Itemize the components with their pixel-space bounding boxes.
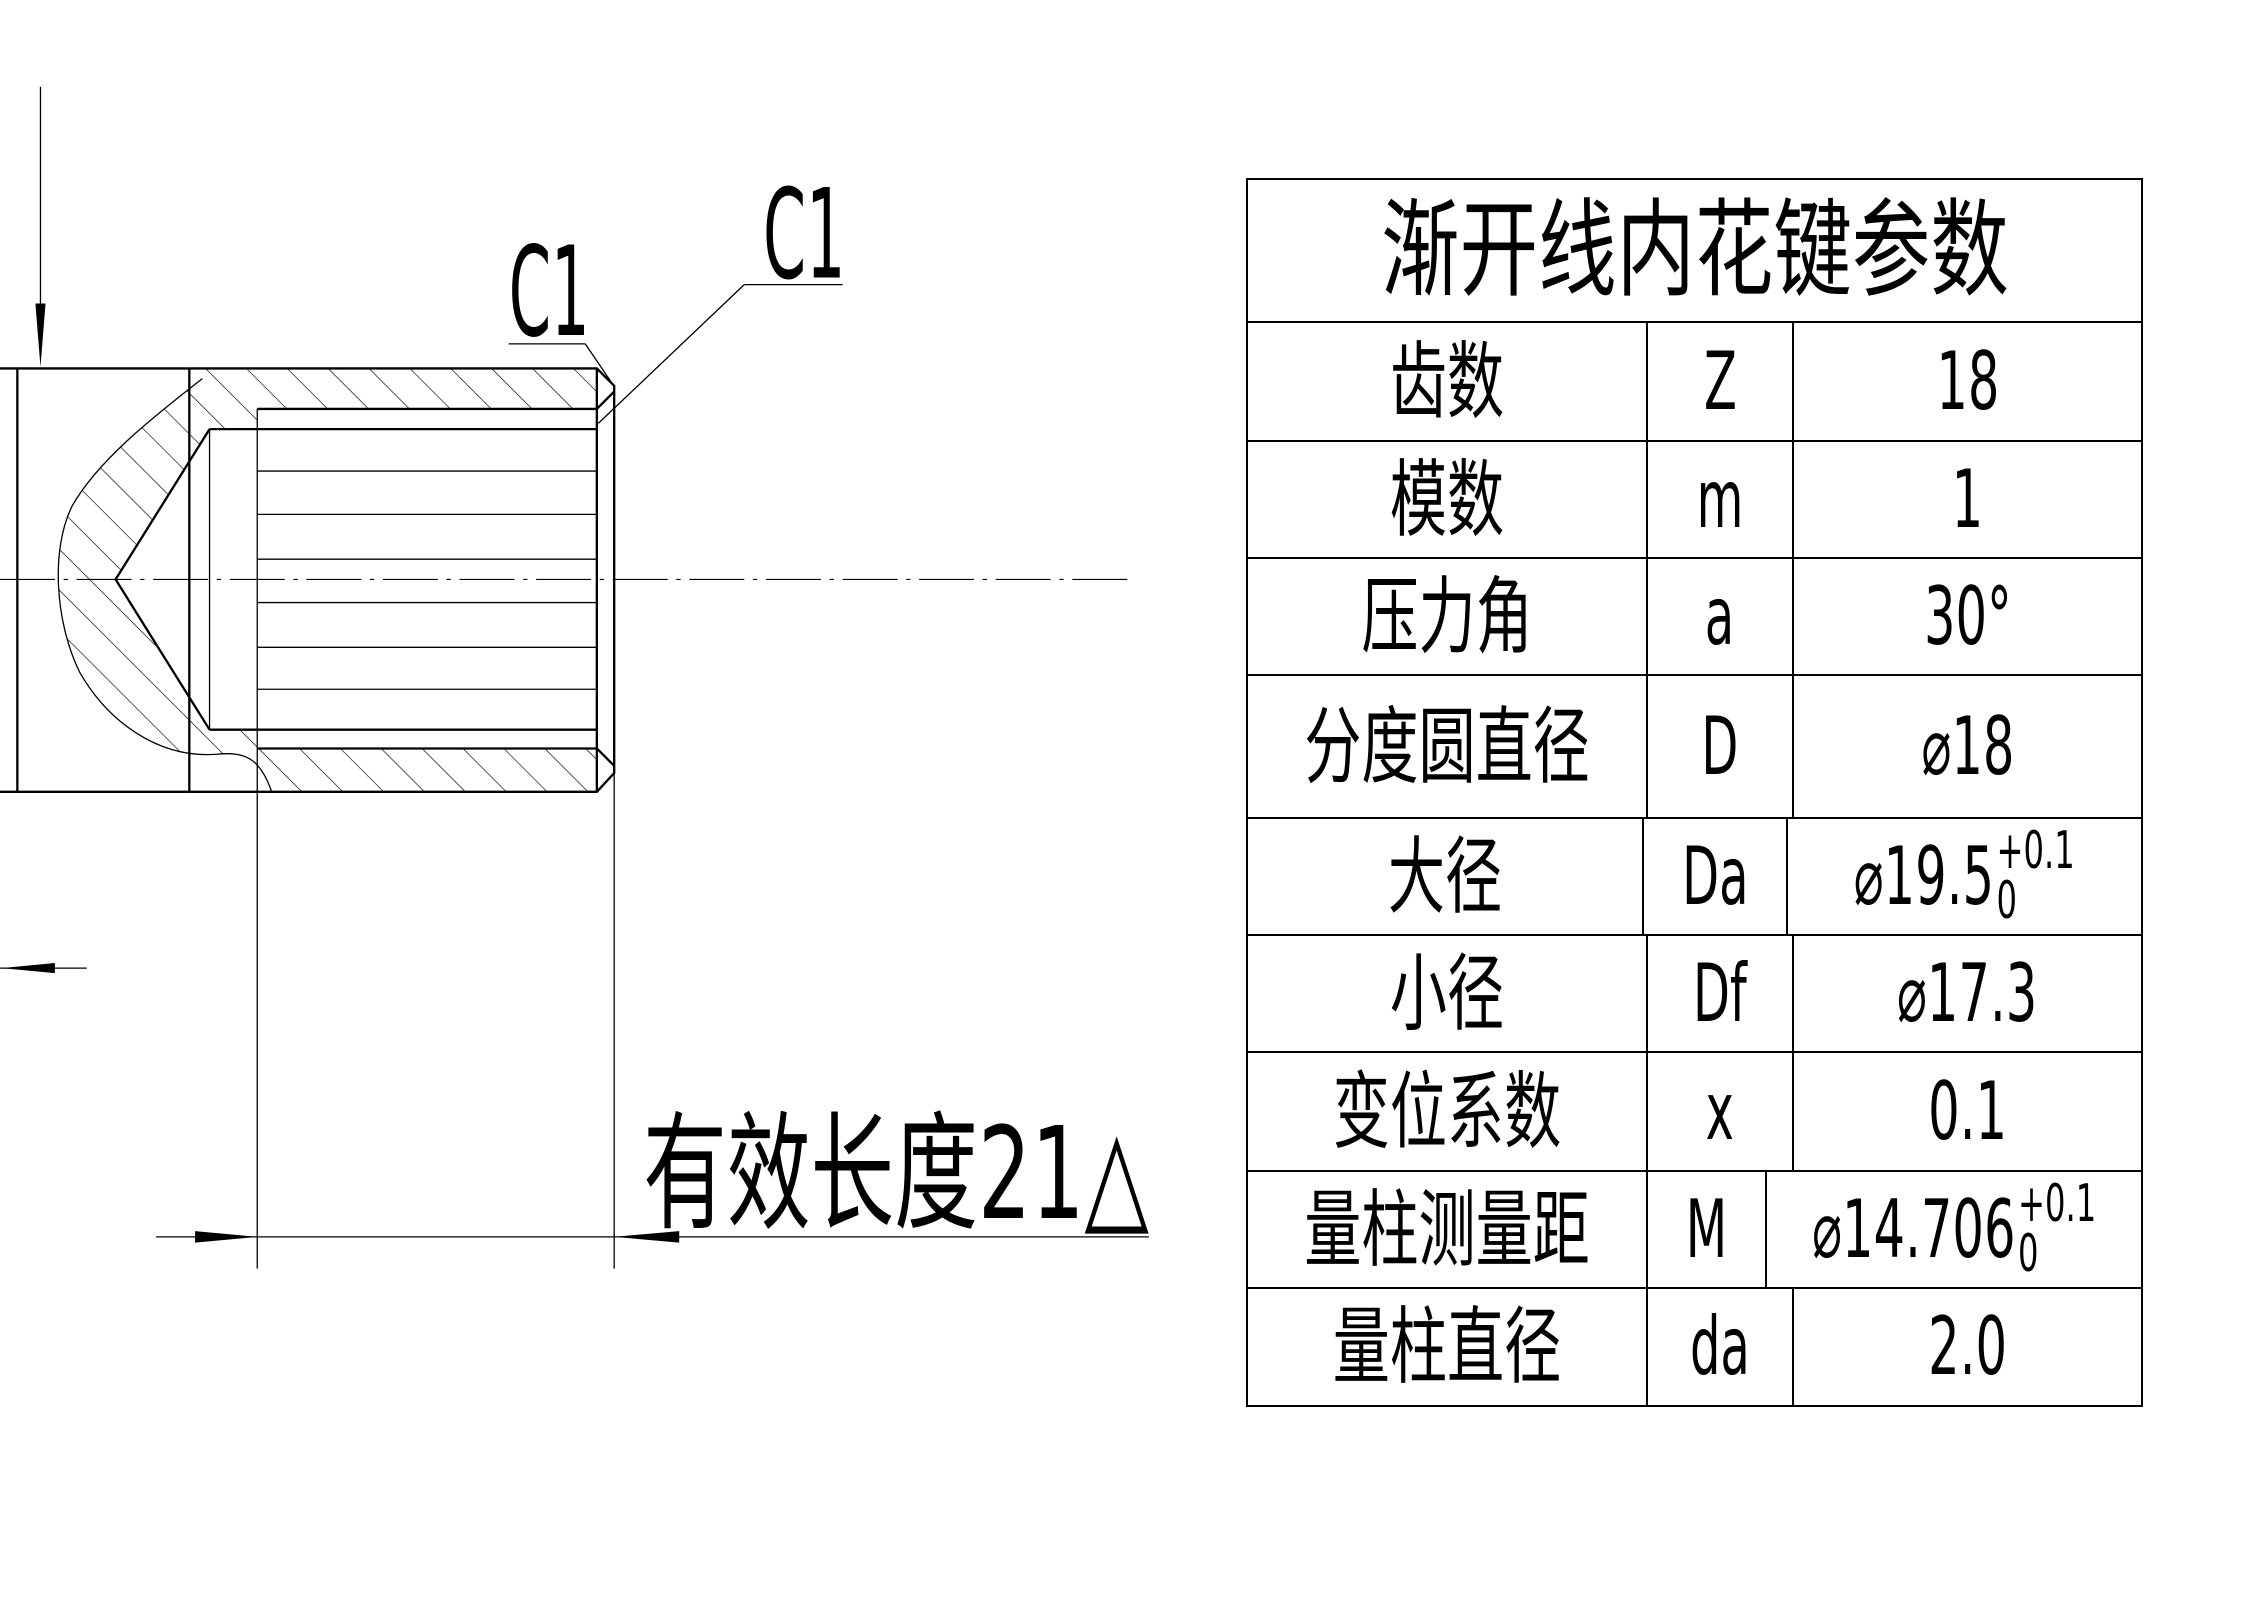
param-name-cell: 小径 <box>1248 936 1648 1051</box>
param-value-group: 18 <box>1935 334 2000 428</box>
param-value: 0.1 <box>1928 1064 2007 1158</box>
param-value: ⌀18 <box>1921 699 2014 793</box>
param-name: 变位系数 <box>1332 1062 1562 1161</box>
param-name-cell: 大径 <box>1248 819 1644 934</box>
chamfer-label-inner-leader <box>597 284 745 424</box>
param-value-group: 30° <box>1923 569 2012 663</box>
param-value: 2.0 <box>1928 1300 2007 1393</box>
param-value-group: ⌀18 <box>1921 699 2014 793</box>
param-value-cell: ⌀18 <box>1794 676 2141 817</box>
param-symbol-cell: m <box>1648 442 1794 557</box>
section-hatch <box>58 368 597 792</box>
param-value-cell: 18 <box>1794 323 2141 440</box>
param-name: 小径 <box>1389 944 1505 1043</box>
tolerance-stack: +0.1 0 <box>2017 1174 2097 1284</box>
tolerance-lower: 0 <box>1996 870 2018 931</box>
param-symbol-cell: Df <box>1648 936 1794 1051</box>
param-name-cell: 变位系数 <box>1248 1053 1648 1170</box>
param-symbol-cell: a <box>1648 559 1794 674</box>
param-symbol: Df <box>1693 946 1747 1040</box>
param-value-cell: ⌀14.706 +0.1 0 <box>1767 1172 2141 1287</box>
table-row: 模数 m 1 <box>1248 442 2141 559</box>
table-title: 渐开线内花键参数 <box>1380 188 2009 312</box>
param-symbol-cell: x <box>1648 1053 1794 1170</box>
param-value: 1 <box>1951 452 1984 546</box>
spline-teeth-lines <box>209 427 597 731</box>
table-row: 变位系数 x 0.1 <box>1248 1053 2141 1172</box>
param-value-group: ⌀17.3 <box>1897 946 2038 1040</box>
param-symbol-cell: M <box>1648 1172 1768 1287</box>
table-row: 齿数 Z 18 <box>1248 323 2141 442</box>
param-symbol-cell: D <box>1648 676 1794 817</box>
param-symbol: a <box>1705 569 1735 663</box>
shaft-outline <box>0 367 191 793</box>
table-row: 大径 Da ⌀19.5 +0.1 0 <box>1248 819 2141 936</box>
param-name: 模数 <box>1389 450 1505 549</box>
param-symbol: M <box>1685 1182 1728 1276</box>
table-row: 量柱直径 da 2.0 <box>1248 1289 2141 1405</box>
effective-length-label: 有效长度21△ <box>643 1100 1149 1248</box>
param-name-cell: 齿数 <box>1248 323 1648 440</box>
param-value: ⌀17.3 <box>1897 946 2038 1040</box>
param-value-cell: 0.1 <box>1794 1053 2141 1170</box>
param-symbol-cell: Z <box>1648 323 1794 440</box>
param-value-group: ⌀19.5 +0.1 0 <box>1854 821 2076 931</box>
param-value-cell: ⌀17.3 <box>1794 936 2141 1051</box>
param-name: 压力角 <box>1361 567 1533 666</box>
param-symbol: m <box>1696 452 1744 546</box>
table-row: 量柱测量距 M ⌀14.706 +0.1 0 <box>1248 1172 2141 1289</box>
tolerance-upper: +0.1 <box>1996 821 2076 882</box>
tolerance-lower: 0 <box>2017 1223 2039 1284</box>
bore-chamfer-top <box>596 390 616 410</box>
param-symbol: D <box>1701 699 1739 793</box>
param-value: 18 <box>1935 334 2000 428</box>
left-leader-arrowhead <box>1 963 55 974</box>
tolerance-upper: +0.1 <box>2017 1174 2097 1235</box>
param-symbol-cell: Da <box>1644 819 1789 934</box>
param-name: 量柱测量距 <box>1304 1180 1590 1279</box>
table-row: 分度圆直径 D ⌀18 <box>1248 676 2141 819</box>
param-name: 大径 <box>1387 827 1502 926</box>
param-symbol: da <box>1690 1300 1750 1393</box>
table-row: 压力角 a 30° <box>1248 559 2141 676</box>
tolerance-stack: +0.1 0 <box>1996 821 2076 931</box>
table-title-row: 渐开线内花键参数 <box>1248 180 2141 323</box>
body-outline <box>189 367 616 793</box>
param-value-cell: 30° <box>1794 559 2141 674</box>
param-value-cell: 1 <box>1794 442 2141 557</box>
chamfer-label-inner: C1 <box>763 163 845 307</box>
dimension-arrowhead-right <box>614 1231 680 1243</box>
param-symbol: x <box>1705 1064 1735 1158</box>
param-name-cell: 量柱测量距 <box>1248 1172 1648 1287</box>
param-value-cell: 2.0 <box>1794 1289 2141 1405</box>
param-name-cell: 压力角 <box>1248 559 1648 674</box>
table-row: 小径 Df ⌀17.3 <box>1248 936 2141 1053</box>
param-value-group: 0.1 <box>1928 1064 2007 1158</box>
top-leader-arrowhead <box>35 303 46 368</box>
param-symbol: Z <box>1703 334 1737 428</box>
param-value-cell: ⌀19.5 +0.1 0 <box>1788 819 2141 934</box>
param-value-group: 1 <box>1951 452 1984 546</box>
param-name: 量柱直径 <box>1332 1298 1562 1396</box>
chamfer-label-outer-leader <box>584 343 614 385</box>
param-symbol-cell: da <box>1648 1289 1794 1405</box>
break-line <box>57 378 273 793</box>
param-value: ⌀19.5 <box>1854 829 1995 923</box>
spline-parameter-table: 渐开线内花键参数 齿数 Z 18 模数 m 1 压力角 a 30° 分度圆直径 … <box>1246 178 2143 1407</box>
param-name-cell: 模数 <box>1248 442 1648 557</box>
param-name: 分度圆直径 <box>1304 697 1590 796</box>
param-name-cell: 量柱直径 <box>1248 1289 1648 1405</box>
param-name-cell: 分度圆直径 <box>1248 676 1648 817</box>
param-value-group: ⌀14.706 +0.1 0 <box>1812 1174 2097 1284</box>
bore-chamfer-bottom <box>596 747 616 767</box>
param-symbol: Da <box>1681 829 1749 923</box>
chamfer-label-outer: C1 <box>509 221 590 365</box>
param-name: 齿数 <box>1389 332 1505 431</box>
param-value: 30° <box>1923 569 2012 663</box>
param-value: ⌀14.706 <box>1812 1182 2016 1276</box>
dimension-arrowhead-left <box>195 1231 258 1243</box>
param-value-group: 2.0 <box>1928 1307 2007 1387</box>
